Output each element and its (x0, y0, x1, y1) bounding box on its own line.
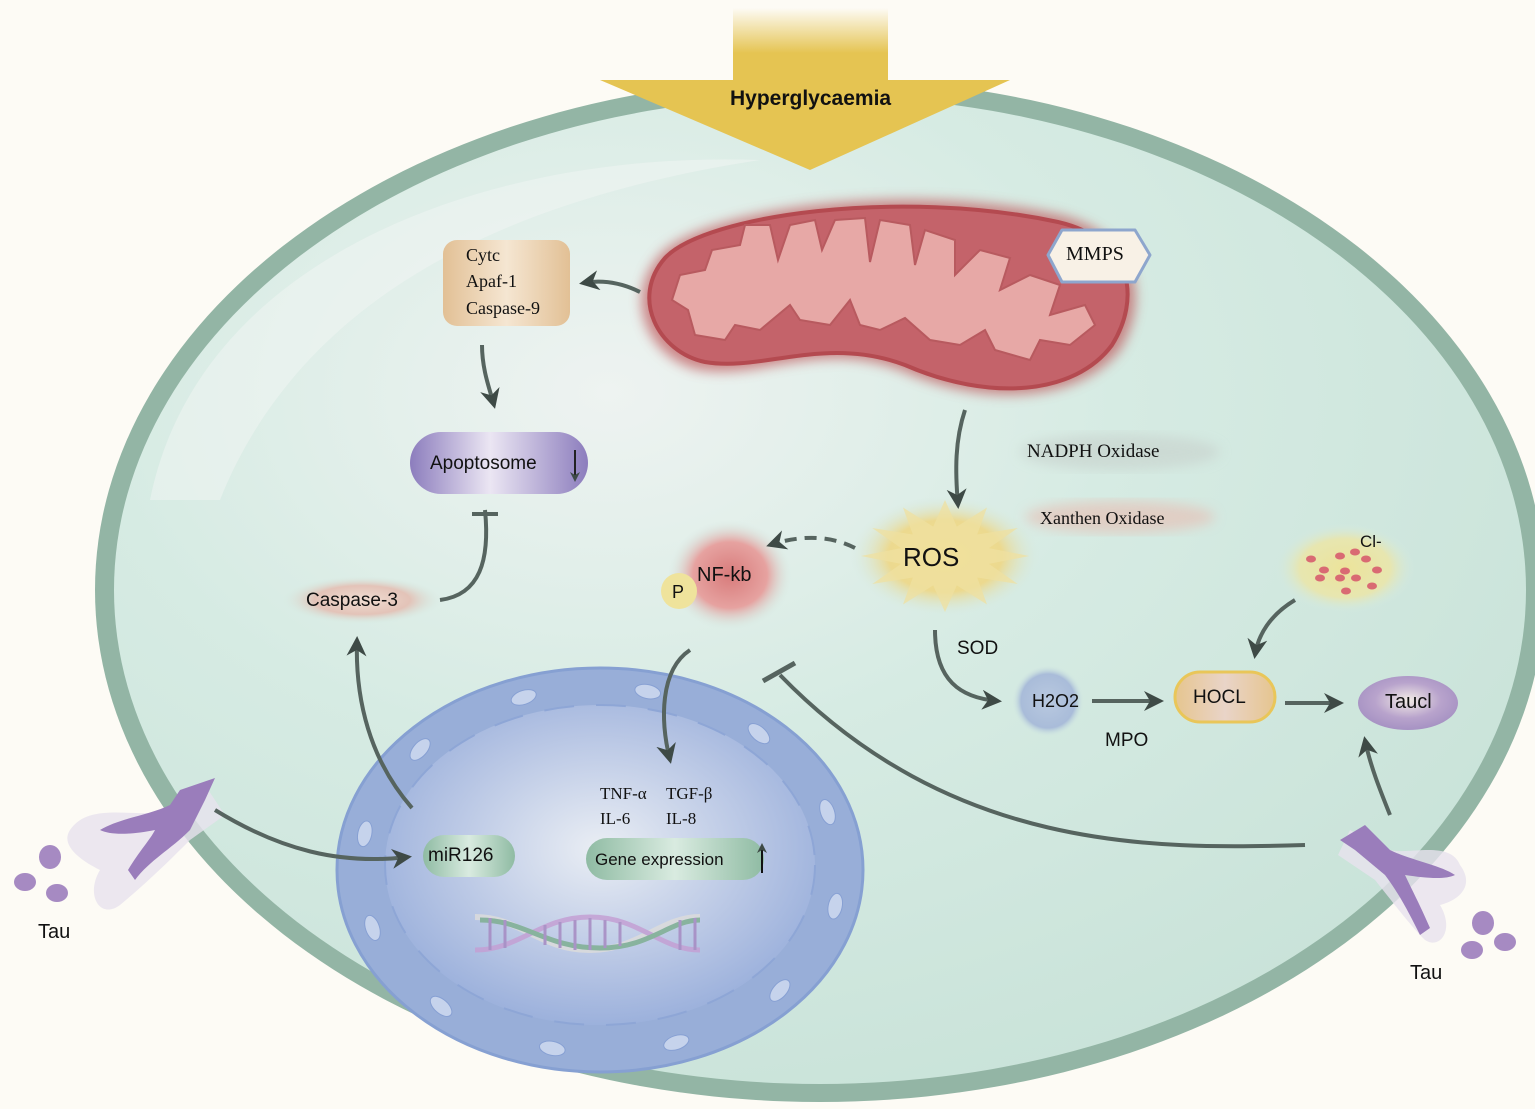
nuclear-pore (819, 799, 836, 826)
arrow-ros-to-h2o2 (933, 629, 1002, 710)
tau-left-label: Tau (38, 921, 71, 943)
mir126-pill (423, 835, 515, 877)
chloride-ion (1335, 552, 1345, 560)
mmps-badge (1046, 228, 1152, 284)
inhibit-receptor-to-nfkb (778, 673, 1306, 849)
chloride-ion (1319, 566, 1329, 574)
chloride-ion (1351, 574, 1361, 582)
cytokine-il8: IL-8 (666, 809, 697, 828)
inhibit-bar-nfkb (761, 660, 797, 684)
apoptosome-pill (410, 432, 588, 494)
nuclear-pore (747, 723, 771, 745)
arrow-nfkb-to-gene (656, 648, 692, 764)
xanthen-oxidase-label: Xanthen Oxidase (1040, 508, 1165, 528)
inhibit-caspase3-apoptosome (439, 509, 489, 602)
caspase3-glow (282, 576, 442, 624)
ros-burst (850, 496, 1040, 616)
cytokine-il6: IL-6 (600, 809, 631, 828)
cytochrome-line-3: Caspase-9 (466, 298, 540, 318)
dna-helix-icon (474, 914, 701, 954)
cytochrome-line-1: Cytc (466, 245, 500, 265)
nadph-glow (1020, 434, 1220, 470)
apoptosome-label: Apoptosome (430, 453, 537, 474)
nuclear-pore (429, 995, 453, 1017)
mmps-label: MMPS (1066, 243, 1124, 265)
phospho-label: P (672, 582, 685, 602)
hyperglycaemia-arrow (600, 8, 1010, 170)
chloride-ion (1340, 567, 1350, 575)
arrow-mir126-to-caspase3 (346, 636, 414, 810)
cytokine-tgf: TGF-β (666, 784, 713, 803)
nuclear-pore (356, 820, 373, 848)
chloride-ion (1306, 555, 1316, 563)
cytochrome-box (443, 240, 570, 326)
chloride-ions (1306, 548, 1382, 595)
phospho-dot (661, 573, 697, 609)
nadph-oxidase-label: NADPH Oxidase (1027, 441, 1160, 462)
mpo-label: MPO (1105, 730, 1149, 751)
tau-molecules-left (14, 845, 68, 902)
nuclear-pore (364, 914, 381, 941)
chloride-ion (1315, 574, 1325, 582)
tau-right-label: Tau (1410, 962, 1443, 984)
taucl-ellipse (1358, 676, 1458, 730)
tau-receptor-left (67, 778, 225, 910)
mir126-label: miR126 (428, 845, 494, 866)
arrow-receptor-to-mir126 (213, 808, 412, 869)
arrow-cl-to-hocl (1247, 598, 1297, 659)
cytokine-tnf: TNF-α (600, 784, 647, 803)
cytochrome-line-2: Apaf-1 (466, 271, 517, 291)
arrow-receptor-to-taucl (1358, 736, 1392, 816)
arrow-ros-to-nfkb (766, 530, 856, 550)
nuclear-pore (510, 689, 537, 706)
cytoplasm-sheen (150, 159, 760, 500)
tau-molecules-right (1461, 911, 1516, 959)
chloride-ion (1372, 566, 1382, 574)
chloride-ion (1335, 574, 1345, 582)
nuclear-pore (409, 738, 431, 761)
hocl-pill (1173, 670, 1277, 724)
h2o2-label: H2O2 (1032, 691, 1080, 711)
nuclear-pore (827, 892, 844, 920)
mitochondrion (641, 199, 1136, 395)
nfkb-label: NF-kb (697, 564, 752, 586)
gene-expression-label: Gene expression (595, 850, 724, 869)
chloride-label: Cl- (1360, 532, 1382, 551)
nuclear-pore (634, 683, 662, 700)
arrow-cytc-to-apoptosome (480, 344, 500, 409)
chloride-ion (1367, 582, 1377, 590)
nuclear-pore (769, 979, 791, 1002)
caspase3-label: Caspase-3 (306, 590, 398, 611)
nuclear-pore (538, 1040, 566, 1057)
h2o2-blob (1012, 665, 1084, 737)
hyperglycaemia-label: Hyperglycaemia (730, 87, 892, 110)
chloride-ion (1361, 555, 1371, 563)
taucl-label: Taucl (1385, 691, 1432, 713)
hocl-label: HOCL (1193, 687, 1246, 708)
xanthen-glow (1025, 501, 1215, 533)
sod-label: SOD (957, 638, 999, 659)
chloride-ion (1341, 587, 1351, 595)
nfkb-blob (668, 520, 792, 630)
ros-label: ROS (903, 542, 960, 572)
chloride-ion (1350, 548, 1360, 556)
arrow-mito-to-ros (946, 409, 967, 509)
arrow-mito-to-cytc (579, 270, 641, 294)
nuclear-pore (663, 1034, 690, 1051)
gene-expression-pill (586, 838, 764, 880)
tau-receptor-right (1338, 825, 1467, 943)
